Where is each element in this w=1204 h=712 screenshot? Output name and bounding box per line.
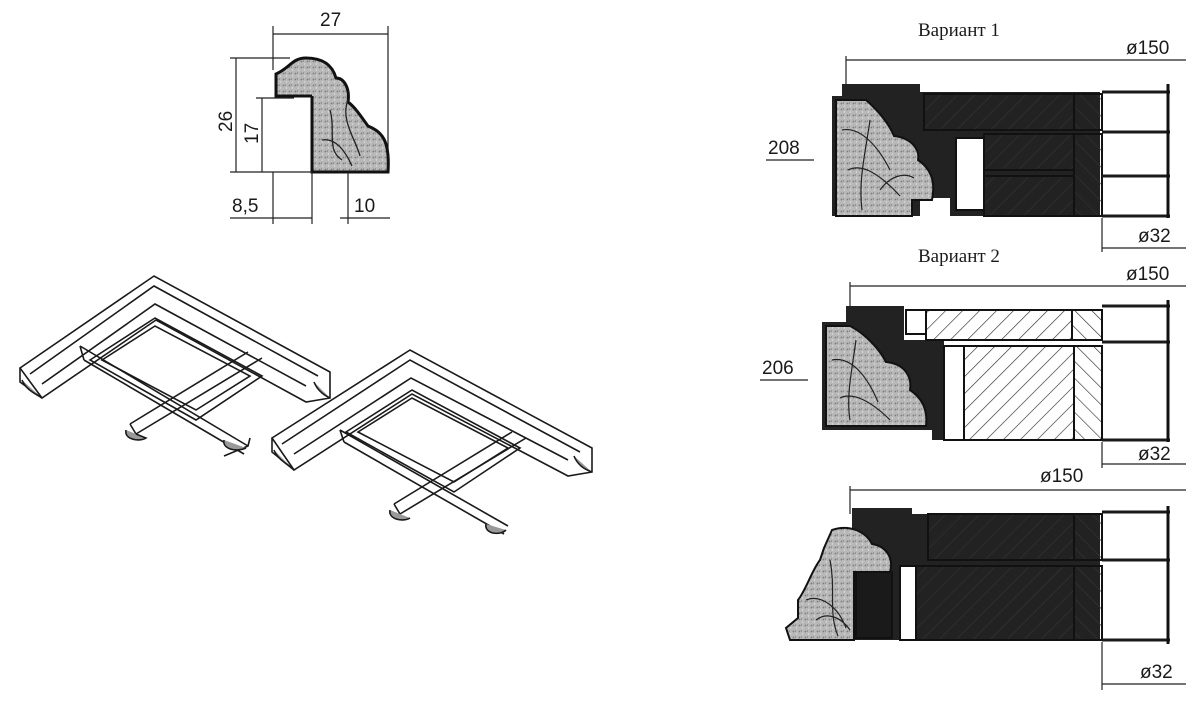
variant-3-outer-diameter: ø150 — [1040, 466, 1083, 487]
profile-section: 27 26 17 8,5 10 — [216, 10, 390, 224]
variant-2-outer-diameter: ø150 — [1126, 264, 1169, 285]
variant-2-bore-diameter: ø32 — [1138, 444, 1171, 465]
dim-width: 27 — [320, 10, 341, 31]
frame-right — [270, 349, 593, 535]
variant-2-size: 206 — [762, 358, 794, 379]
variant-1: Вариант 1 ø150 208 ø32 — [766, 20, 1186, 252]
variant-2: Вариант 2 ø150 206 ø32 — [760, 246, 1186, 468]
dim-offset-left: 8,5 — [232, 196, 258, 217]
frame-left — [18, 275, 331, 457]
profile-shape — [274, 56, 390, 174]
dim-height-total: 26 — [216, 111, 237, 132]
variant-3: ø150 ø32 — [784, 466, 1186, 690]
dim-height-inner: 17 — [242, 123, 263, 144]
variant-1-size: 208 — [768, 138, 800, 159]
variant-1-caption: Вариант 1 — [918, 20, 1000, 41]
variant-1-outer-diameter: ø150 — [1126, 38, 1169, 59]
variant-3-bore-diameter: ø32 — [1140, 662, 1173, 683]
dim-offset-right: 10 — [354, 196, 375, 217]
variant-1-bore-diameter: ø32 — [1138, 226, 1171, 247]
variant-2-caption: Вариант 2 — [918, 246, 1000, 267]
